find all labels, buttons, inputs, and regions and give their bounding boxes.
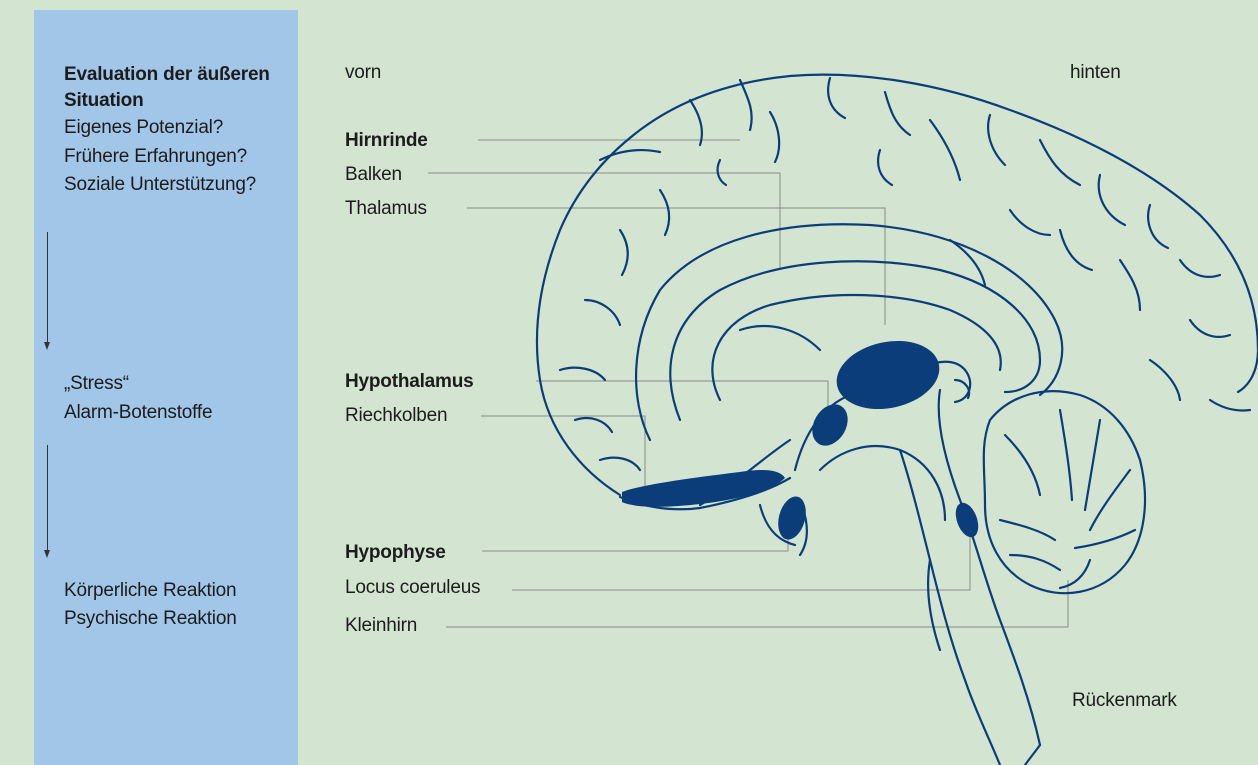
- leader-corpus-callosum: [428, 173, 780, 268]
- thalamus-shape: [830, 332, 945, 418]
- locus-coeruleus-shape: [951, 500, 982, 541]
- leader-cerebellum: [446, 580, 1068, 627]
- cingulate-gyrus: [636, 224, 1062, 440]
- leader-pituitary: [482, 525, 788, 551]
- brainstem-back: [939, 390, 1040, 745]
- olfactory-bulb-shape: [622, 470, 785, 507]
- cerebellum: [984, 391, 1145, 593]
- leader-lines: [428, 140, 1068, 627]
- leader-hypothalamus: [536, 381, 828, 420]
- leader-olfactory-bulb: [481, 416, 645, 490]
- hypothalamus-shape: [805, 398, 855, 452]
- pituitary-shape: [774, 493, 811, 542]
- leader-locus-coeruleus: [512, 530, 970, 590]
